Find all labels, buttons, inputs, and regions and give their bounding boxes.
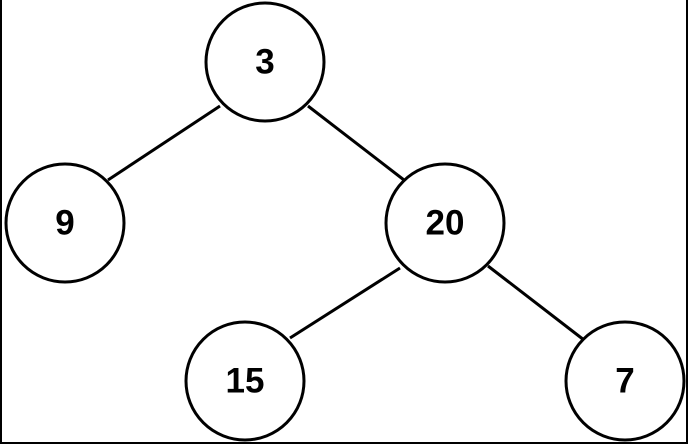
node-label: 9 [55, 204, 74, 243]
tree-node-9: 9 [4, 162, 126, 284]
edge-3-9 [107, 104, 221, 182]
tree-node-7: 7 [564, 320, 686, 442]
node-circle [184, 320, 306, 442]
node-label: 20 [426, 204, 465, 243]
edge-20-7 [487, 264, 585, 342]
edge-3-20 [307, 104, 405, 182]
node-label: 7 [615, 362, 634, 401]
tree-node-3: 3 [204, 1, 326, 123]
tree-node-15: 15 [184, 320, 306, 442]
node-circle [564, 320, 686, 442]
edge-20-15 [289, 266, 401, 340]
node-circle [4, 162, 126, 284]
node-circle [384, 162, 506, 284]
node-circle [204, 1, 326, 123]
tree-node-20: 20 [384, 162, 506, 284]
node-label: 3 [255, 43, 274, 82]
node-label: 15 [226, 362, 265, 401]
